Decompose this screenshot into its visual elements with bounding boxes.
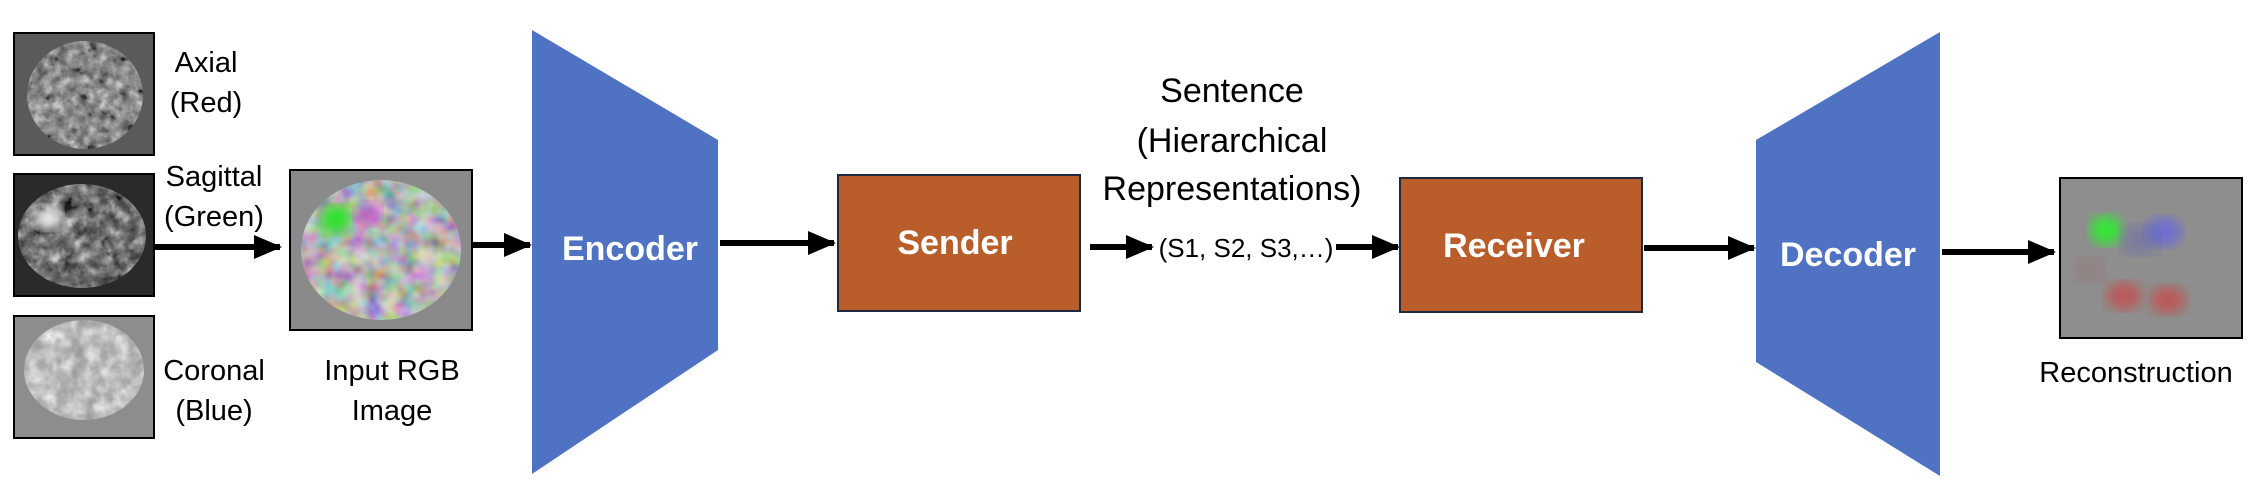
sentence-subtitle-2: Representations) bbox=[1103, 170, 1362, 208]
encoder-label: Encoder bbox=[562, 230, 698, 268]
coronal-label: Coronal bbox=[163, 355, 265, 387]
sentence-subtitle-1: (Hierarchical bbox=[1137, 122, 1328, 160]
sagittal-label: Sagittal bbox=[166, 161, 263, 193]
axial-slice-image bbox=[13, 32, 155, 156]
sender-block bbox=[837, 174, 1081, 312]
receiver-block bbox=[1399, 177, 1643, 313]
input-label-line1: Input RGB bbox=[324, 355, 459, 387]
axial-channel-label: (Red) bbox=[170, 87, 243, 119]
axial-label: Axial bbox=[175, 47, 238, 79]
input-label-line2: Image bbox=[352, 395, 433, 427]
decoder-block bbox=[1756, 32, 1940, 476]
coronal-slice-image bbox=[13, 315, 155, 439]
sender-label: Sender bbox=[897, 224, 1012, 262]
sagittal-slice-image bbox=[13, 173, 155, 297]
sentence-title: Sentence bbox=[1160, 72, 1304, 110]
receiver-label: Receiver bbox=[1443, 227, 1585, 265]
sagittal-channel-label: (Green) bbox=[164, 201, 264, 233]
encoder-block bbox=[532, 30, 718, 474]
reconstruction-label: Reconstruction bbox=[2039, 357, 2232, 389]
coronal-channel-label: (Blue) bbox=[175, 395, 252, 427]
reconstruction-image bbox=[2059, 177, 2243, 339]
decoder-label: Decoder bbox=[1780, 236, 1916, 274]
sentence-tokens: (S1, S2, S3,…) bbox=[1159, 233, 1334, 263]
input-rgb-image bbox=[289, 169, 473, 331]
